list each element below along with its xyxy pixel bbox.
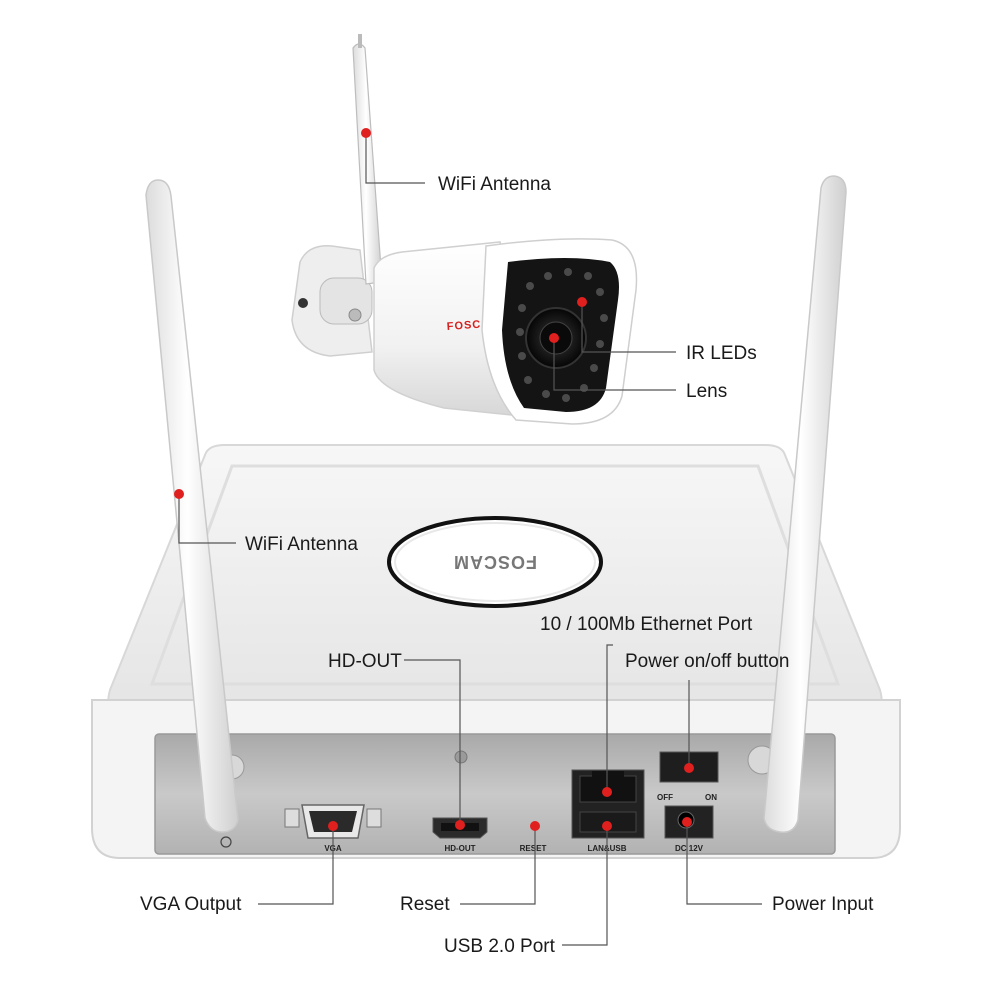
switch-on-label: ON	[705, 793, 717, 802]
lens-callout: Lens	[686, 381, 728, 402]
nvr-brand-text: FOSCAM	[453, 552, 537, 572]
camera: FOSCAM	[291, 34, 638, 425]
dc-jack-label: DC 12V	[675, 844, 704, 853]
usb-callout: USB 2.0 Port	[444, 936, 555, 957]
hdout-port-label: HD-OUT	[444, 844, 475, 853]
reset-port-label: RESET	[520, 844, 547, 853]
vga-output-callout: VGA Output	[140, 894, 242, 915]
switch-off-label: OFF	[657, 793, 673, 802]
ethernet-callout: 10 / 100Mb Ethernet Port	[540, 614, 753, 635]
ground-screw	[220, 750, 468, 848]
power-button-callout: Power on/off button	[625, 651, 790, 672]
ir-leds-callout: IR LEDs	[686, 343, 757, 364]
callout-markers	[174, 128, 694, 831]
camera-antenna-callout: WiFi Antenna	[438, 174, 551, 195]
nvr-box: FOSCAM VGA HD-OUT RESET	[91, 444, 901, 859]
leader-lines	[178, 133, 762, 946]
lan-usb-port: LAN&USB	[571, 769, 645, 853]
camera-antenna	[352, 43, 383, 285]
reset-port: RESET	[520, 844, 547, 853]
nvr-antenna-callout: WiFi Antenna	[245, 534, 358, 555]
ir-led-array	[516, 268, 608, 402]
hd-out-callout: HD-OUT	[328, 651, 402, 672]
reset-callout: Reset	[400, 894, 450, 915]
back-panel	[154, 733, 836, 855]
nvr-logo: FOSCAM	[387, 516, 603, 608]
right-antenna	[763, 175, 847, 833]
left-antenna	[145, 179, 239, 833]
dc-jack: DC 12V	[664, 805, 714, 853]
power-input-callout: Power Input	[772, 894, 874, 915]
